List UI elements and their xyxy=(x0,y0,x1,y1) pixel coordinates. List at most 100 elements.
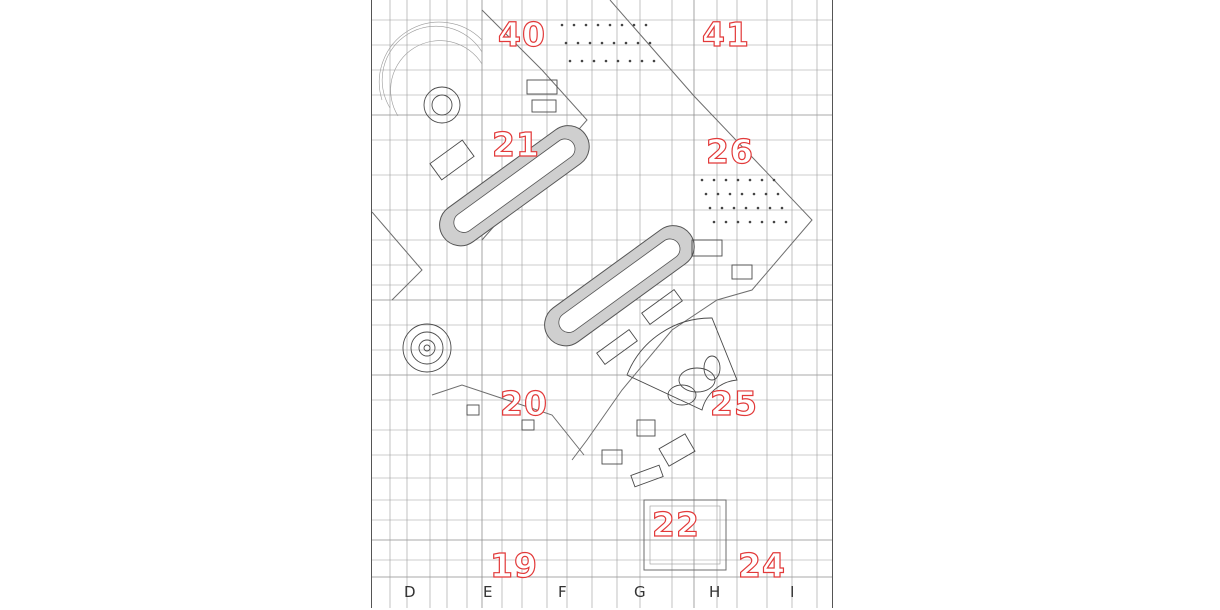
parking-marker xyxy=(604,59,608,63)
parking-marker xyxy=(560,23,564,27)
parking-marker xyxy=(756,206,760,210)
monument-circle xyxy=(402,323,452,373)
parking-marker xyxy=(632,23,636,27)
parking-marker xyxy=(728,192,732,196)
parking-marker xyxy=(736,220,740,224)
building xyxy=(630,464,664,488)
parking-marker xyxy=(620,23,624,27)
parking-marker xyxy=(616,59,620,63)
parking-marker xyxy=(772,220,776,224)
parking-marker xyxy=(744,206,748,210)
monument-ring xyxy=(423,344,431,352)
parking-marker xyxy=(700,178,704,182)
zone-label-25: 25 xyxy=(710,384,758,423)
parking-marker xyxy=(780,206,784,210)
column-label-d: D xyxy=(404,583,416,601)
zone-label-41: 41 xyxy=(702,15,750,54)
zone-label-22: 22 xyxy=(652,505,700,544)
parking-marker xyxy=(760,220,764,224)
parking-marker xyxy=(748,178,752,182)
arena-pool xyxy=(703,355,721,381)
parking-marker xyxy=(592,59,596,63)
parking-marker xyxy=(748,220,752,224)
parking-marker xyxy=(772,178,776,182)
parking-marker xyxy=(708,206,712,210)
building xyxy=(521,419,535,431)
zone-label-19: 19 xyxy=(490,546,538,585)
parking-marker xyxy=(712,178,716,182)
arena-pool xyxy=(667,384,697,406)
track-lower xyxy=(544,225,695,347)
parking-marker xyxy=(704,192,708,196)
zone-label-26: 26 xyxy=(706,132,754,171)
plaza-ring xyxy=(423,86,461,124)
monument-ring xyxy=(418,339,436,357)
building xyxy=(526,79,558,95)
boundary-line xyxy=(431,384,585,456)
parking-marker xyxy=(580,59,584,63)
boundary-line xyxy=(372,211,423,301)
curved-street xyxy=(390,40,483,117)
parking-marker xyxy=(640,59,644,63)
parking-marker xyxy=(732,206,736,210)
parking-marker xyxy=(720,206,724,210)
column-label-e: E xyxy=(483,583,492,601)
track-upper xyxy=(439,125,590,247)
curved-street xyxy=(378,21,483,101)
parking-marker xyxy=(576,41,580,45)
parking-marker xyxy=(740,192,744,196)
building-footprints xyxy=(429,79,753,488)
building xyxy=(429,139,475,181)
parking-marker xyxy=(768,206,772,210)
parking-marker xyxy=(716,192,720,196)
parking-marker xyxy=(564,41,568,45)
zone-label-21: 21 xyxy=(492,125,540,164)
parking-marker xyxy=(752,192,756,196)
curved-street xyxy=(381,25,483,109)
boundary-line xyxy=(571,0,813,461)
map-sheet[interactable]: 40 41 21 26 20 25 22 19 24 D E F G H I xyxy=(371,0,833,608)
parking-marker xyxy=(784,220,788,224)
column-label-f: F xyxy=(558,583,567,601)
parking-marker xyxy=(600,41,604,45)
parking-marker xyxy=(568,59,572,63)
parking-marker xyxy=(760,178,764,182)
map-canvas: 40 41 21 26 20 25 22 19 24 D E F G H I xyxy=(372,0,832,608)
monument-ring xyxy=(410,331,444,365)
track-inner xyxy=(558,238,681,333)
parking-marker xyxy=(736,178,740,182)
parking-marker xyxy=(608,23,612,27)
column-label-h: H xyxy=(709,583,720,601)
parking-marker xyxy=(636,41,640,45)
parking-marker xyxy=(584,23,588,27)
column-labels: D E F G H I xyxy=(404,583,794,601)
building xyxy=(691,239,723,257)
parking-marker xyxy=(724,178,728,182)
parking-marker xyxy=(644,23,648,27)
plaza-ring xyxy=(431,94,453,116)
arena-pool xyxy=(678,367,716,393)
zone-22-inner xyxy=(649,505,721,565)
parking-marker xyxy=(624,41,628,45)
building xyxy=(596,328,638,366)
column-label-g: G xyxy=(634,583,646,601)
monument-ring xyxy=(402,323,452,373)
parking-marker xyxy=(724,220,728,224)
zone-label-20: 20 xyxy=(500,384,548,423)
zone-label-24: 24 xyxy=(738,546,786,585)
building xyxy=(731,264,753,280)
building xyxy=(658,433,696,467)
track-inner xyxy=(453,138,576,233)
building xyxy=(531,99,557,113)
zone-22-block xyxy=(643,499,727,571)
column-label-i: I xyxy=(790,583,794,601)
parking-marker xyxy=(588,41,592,45)
parking-lots xyxy=(560,23,788,224)
zone-label-40: 40 xyxy=(498,15,546,54)
parking-marker xyxy=(596,23,600,27)
parking-marker xyxy=(776,192,780,196)
parking-marker xyxy=(652,59,656,63)
building xyxy=(641,288,683,326)
circular-plaza xyxy=(378,21,483,124)
